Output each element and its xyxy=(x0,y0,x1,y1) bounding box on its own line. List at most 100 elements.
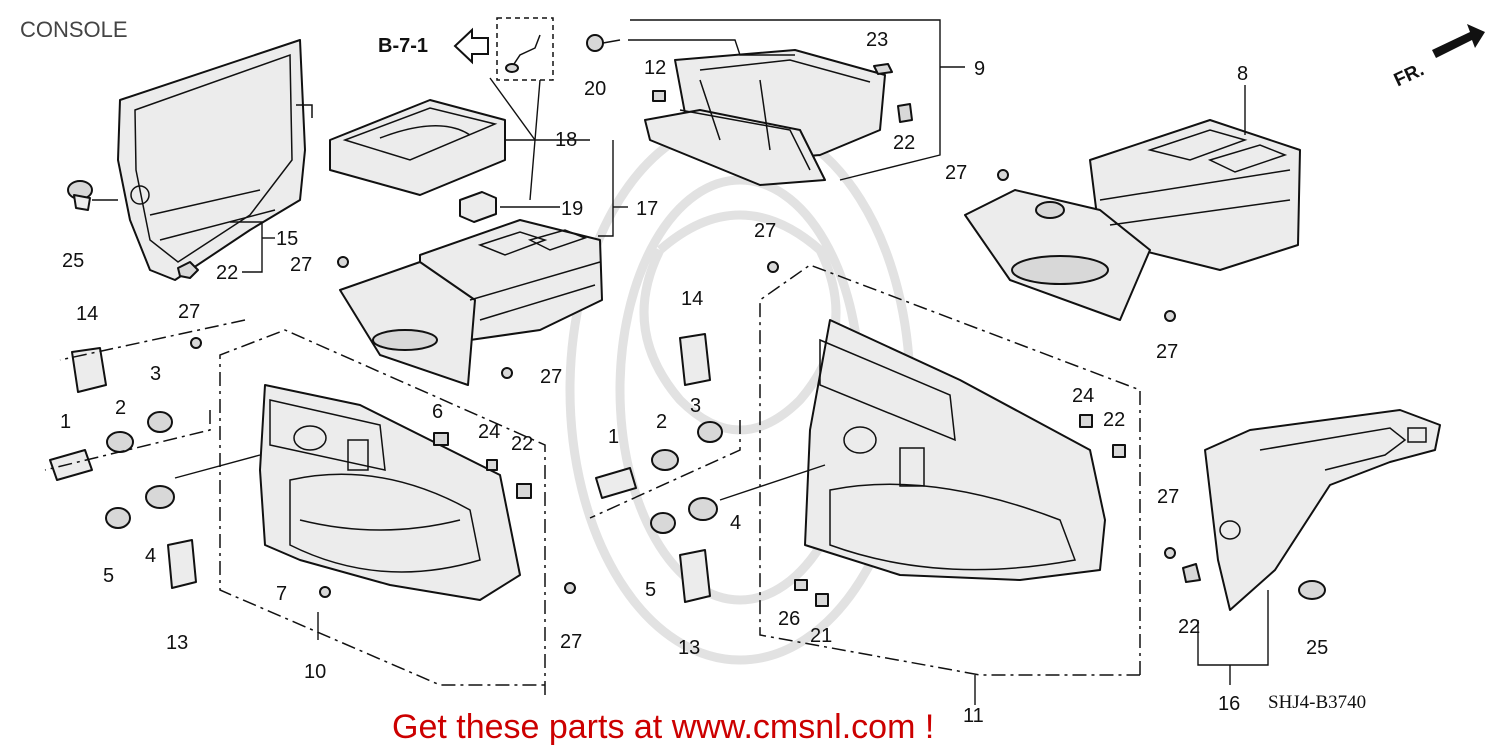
callout-27: 27 xyxy=(1157,486,1179,508)
callout-27: 27 xyxy=(945,162,967,184)
callout-6: 6 xyxy=(432,401,443,423)
callout-11: 11 xyxy=(963,705,984,727)
callout-3: 3 xyxy=(150,363,161,385)
callout-8: 8 xyxy=(1237,63,1248,85)
callout-1: 1 xyxy=(60,411,71,433)
callout-27: 27 xyxy=(540,366,562,388)
clip-part-25-left xyxy=(67,180,118,211)
clip-part-22-right xyxy=(1112,444,1126,458)
callout-27: 27 xyxy=(178,301,200,323)
cover-part-14-left xyxy=(71,347,107,393)
left-arrow-icon xyxy=(453,27,489,65)
clip-part-26 xyxy=(794,579,808,591)
front-arrow-icon xyxy=(1432,24,1485,58)
callout-27: 27 xyxy=(560,631,582,653)
cover-part-14-right xyxy=(679,333,711,386)
callout-26: 26 xyxy=(778,608,800,630)
callout-14: 14 xyxy=(76,303,98,325)
callout-22: 22 xyxy=(511,433,533,455)
console-assembly-part-8 xyxy=(964,119,1301,321)
side-cover-part-15 xyxy=(117,39,313,281)
callout-3: 3 xyxy=(690,395,701,417)
promo-link[interactable]: Get these parts at www.cmsnl.com ! xyxy=(392,708,934,746)
callout-22: 22 xyxy=(216,262,238,284)
reference-label: B-7-1 xyxy=(378,35,428,57)
reference-arrow: B-7-1 xyxy=(378,27,489,65)
socket-part-3-right xyxy=(697,421,723,443)
clip-part-22-bottom xyxy=(1182,563,1201,583)
callout-15: 15 xyxy=(276,228,298,250)
callout-12: 12 xyxy=(644,57,666,79)
ring-part-4-left xyxy=(145,485,175,509)
clip-part-21 xyxy=(815,593,829,607)
callout-16: 16 xyxy=(1218,693,1240,715)
socket-part-2-right xyxy=(651,449,679,471)
callout-21: 21 xyxy=(810,625,832,647)
callout-labels: 25 22 15 18 19 17 20 12 23 9 22 8 27 27 … xyxy=(60,29,1328,727)
cover-part-13-right xyxy=(679,549,711,603)
callout-25: 25 xyxy=(1306,637,1328,659)
callout-14: 14 xyxy=(681,288,703,310)
callout-5: 5 xyxy=(645,579,656,601)
callout-5: 5 xyxy=(103,565,114,587)
front-direction-marker: FR. xyxy=(1391,24,1485,91)
clip-part-12 xyxy=(652,90,666,102)
callout-27: 27 xyxy=(1156,341,1178,363)
callout-27: 27 xyxy=(754,220,776,242)
ring-part-4-right xyxy=(688,497,718,521)
side-cover-part-16 xyxy=(1204,409,1441,611)
leader-lines xyxy=(44,19,1269,705)
callout-17: 17 xyxy=(636,198,658,220)
clip-part-6 xyxy=(433,432,449,446)
panel-part-10 xyxy=(259,384,521,601)
callout-20: 20 xyxy=(584,78,606,100)
socket-part-1-right xyxy=(595,467,637,499)
socket-part-3-left xyxy=(147,411,173,433)
callout-1: 1 xyxy=(608,426,619,448)
callout-22: 22 xyxy=(893,132,915,154)
callout-23: 23 xyxy=(866,29,888,51)
clip-part-22-mid xyxy=(516,483,532,499)
callout-25: 25 xyxy=(62,250,84,272)
clip-part-25-right xyxy=(1298,580,1326,600)
small-parts-left xyxy=(49,347,532,589)
clip-part-22-left xyxy=(177,261,199,279)
callout-22: 22 xyxy=(1178,616,1200,638)
callout-27: 27 xyxy=(290,254,312,276)
callout-4: 4 xyxy=(730,512,741,534)
clip-part-24-left xyxy=(486,459,498,471)
socket-part-2-left xyxy=(106,431,134,453)
callout-13: 13 xyxy=(678,637,700,659)
small-parts-right xyxy=(595,333,1126,607)
callout-9: 9 xyxy=(974,58,985,80)
clip-part-22-top xyxy=(897,103,913,123)
callout-2: 2 xyxy=(115,397,126,419)
socket-part-5-left xyxy=(105,507,131,529)
connector-wire xyxy=(496,17,554,81)
relay-part-19 xyxy=(459,191,497,223)
callout-24: 24 xyxy=(478,421,500,443)
socket-part-1-left xyxy=(49,449,93,481)
callout-19: 19 xyxy=(561,198,583,220)
panel-part-11 xyxy=(804,319,1106,581)
callout-18: 18 xyxy=(555,129,577,151)
cover-part-13-left xyxy=(167,539,197,589)
screws-part-27 xyxy=(190,169,1176,598)
callout-24: 24 xyxy=(1072,385,1094,407)
diagram-code: SHJ4-B3740 xyxy=(1268,692,1366,713)
front-label: FR. xyxy=(1391,59,1428,91)
callout-2: 2 xyxy=(656,411,667,433)
callout-10: 10 xyxy=(304,661,326,683)
clip-part-24-right xyxy=(1079,414,1093,428)
callout-13: 13 xyxy=(166,632,188,654)
tray-assembly-part-9 xyxy=(644,49,886,186)
diagram-title: CONSOLE xyxy=(20,17,128,42)
tray-part-18 xyxy=(329,99,506,196)
callout-7: 7 xyxy=(276,583,287,605)
console-part-17 xyxy=(339,219,603,386)
callout-22: 22 xyxy=(1103,409,1125,431)
socket-part-5-right xyxy=(650,512,676,534)
callout-4: 4 xyxy=(145,545,156,567)
clip-part-23 xyxy=(873,63,893,75)
